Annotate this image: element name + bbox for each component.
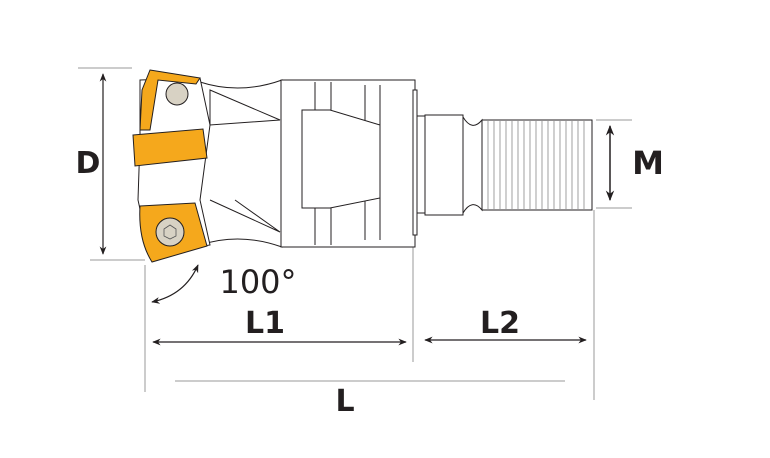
angle-label: 100° <box>219 263 297 301</box>
l1-label: L1 <box>245 306 285 341</box>
insert-screw-icon <box>155 217 185 247</box>
angle-arrow <box>151 264 199 304</box>
cutter-body <box>199 79 593 248</box>
top-insert <box>139 69 201 131</box>
dimension-arrows <box>99 73 615 346</box>
total-length-label: L <box>335 384 355 419</box>
l2-label: L2 <box>480 306 520 341</box>
top-screw <box>165 82 189 106</box>
middle-insert <box>132 128 208 167</box>
thread-label: M <box>632 144 664 182</box>
diameter-label: D <box>75 146 101 181</box>
extension-lines <box>78 67 632 400</box>
thread-lines <box>487 121 585 209</box>
